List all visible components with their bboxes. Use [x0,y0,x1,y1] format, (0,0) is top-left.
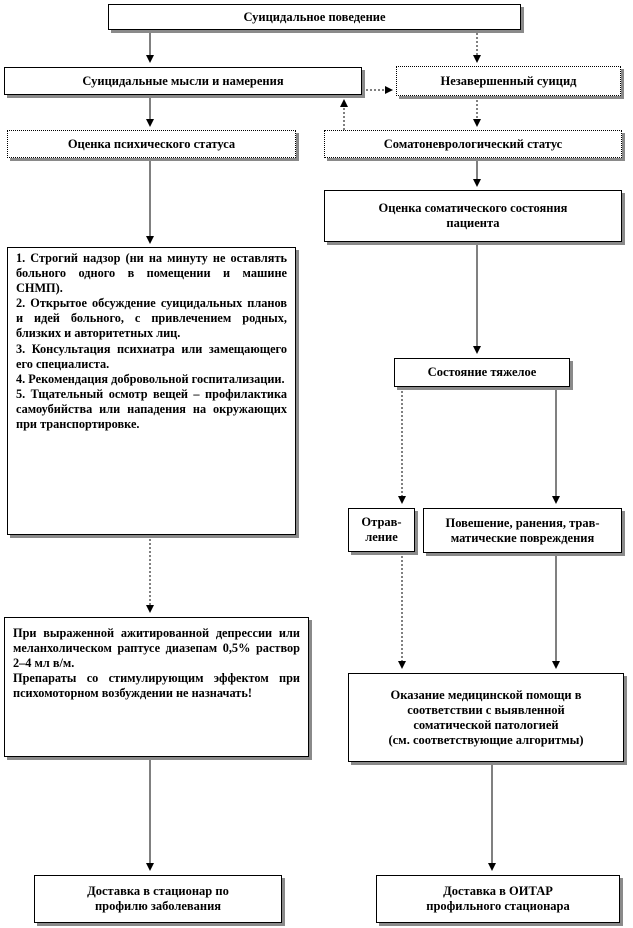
poisoning-line-2: ление [365,530,398,544]
delivery-icu-line-2: профильного стационара [426,899,570,913]
medication-box: При выраженной ажитированной депрессии и… [4,617,309,757]
medication-item: При выраженной ажитированной депрессии и… [13,626,300,671]
somatoneuro-status-label: Соматоневрологический статус [383,136,563,151]
injuries-box: Повешение, ранения, трав- матические пов… [423,508,622,553]
suicidal-thoughts-box: Суицидальные мысли и намерения [4,67,362,95]
suicidal-behavior-label: Суицидальное поведение [243,9,386,24]
delivery-hospital-box: Доставка в стационар по профилю заболева… [34,875,282,923]
actions-box: 1. Строгий надзор (ни на минуту не остав… [7,247,296,535]
severe-condition-box: Состояние тяжелое [394,358,570,387]
action-item: 3. Консультация психиатра или замещающег… [16,341,287,371]
poisoning-box: Отрав- ление [348,508,415,552]
action-item: 2. Открытое обсуждение суицидальных план… [16,296,287,341]
injuries-line-1: Повешение, ранения, трав- [445,515,600,530]
medication-item: Препараты со стимулирующим эффектом при … [13,671,300,701]
severe-condition-label: Состояние тяжелое [427,365,537,379]
action-item: 5. Тщательный осмотр вещей – профилактик… [16,386,287,432]
action-item: 1. Строгий надзор (ни на минуту не остав… [16,251,287,296]
suicidal-behavior-box: Суицидальное поведение [108,4,521,30]
medical-help-box: Оказание медицинской помощи в соответств… [348,673,624,762]
medical-help-line-1: Оказание медицинской помощи в [390,687,582,702]
delivery-hospital-line-1: Доставка в стационар по [87,884,229,898]
action-item: 4. Рекомендация добровольной госпитализа… [16,371,285,386]
incomplete-suicide-box: Незавершенный суицид [396,66,621,96]
somatic-assessment-box: Оценка соматического состояния пациента [324,190,622,242]
delivery-icu-line-1: Доставка в ОИТАР [443,884,553,898]
medical-help-line-3: соматической патологией [413,717,559,732]
poisoning-line-1: Отрав- [361,515,402,529]
somatic-assessment-line-2: пациента [446,216,500,230]
delivery-hospital-line-2: профилю заболевания [94,899,222,913]
somatic-assessment-line-1: Оценка соматического состояния [378,201,568,215]
somatoneuro-status-box: Соматоневрологический статус [324,130,622,158]
medical-help-line-4: (см. соответствующие алгоритмы) [388,732,584,747]
incomplete-suicide-label: Незавершенный суицид [440,73,577,88]
mental-status-box: Оценка психического статуса [7,130,296,158]
medical-help-line-2: соответствии с выявленной [407,702,565,717]
injuries-line-2: матические повреждения [450,530,595,545]
mental-status-label: Оценка психического статуса [67,136,236,151]
suicidal-thoughts-label: Суицидальные мысли и намерения [82,73,284,88]
delivery-icu-box: Доставка в ОИТАР профильного стационара [376,875,620,923]
